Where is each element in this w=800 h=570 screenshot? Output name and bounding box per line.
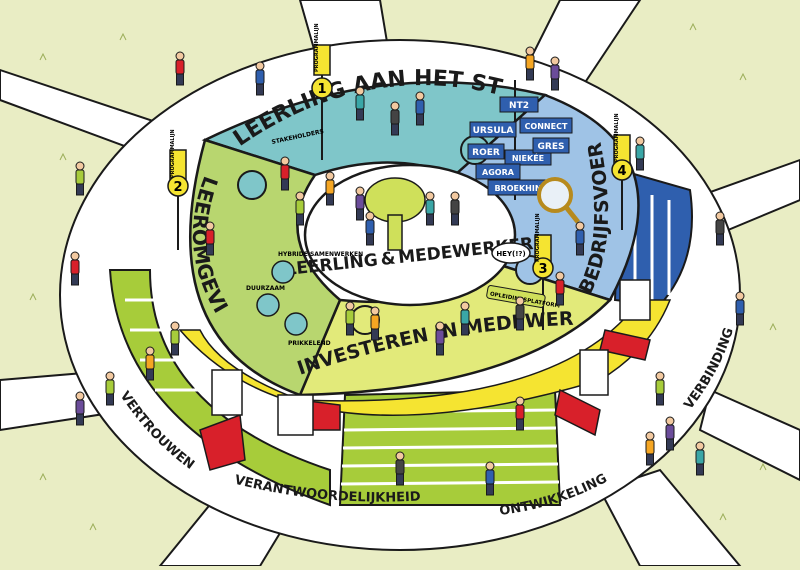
person-figure (665, 416, 675, 451)
icon-hybride: HYBRIDE SAMENWERKEN (271, 251, 363, 284)
person-figure (460, 301, 470, 336)
person-figure (735, 291, 745, 326)
person-figure (450, 191, 460, 226)
knob-1-2 (237, 170, 267, 200)
person-figure (425, 191, 435, 226)
person-figure (395, 451, 405, 486)
person-figure (205, 221, 215, 256)
person-figure (70, 251, 80, 286)
grass-tufts (29, 22, 777, 531)
post-3-number: 3 (538, 262, 547, 277)
post-3-caption: PROGRAMMALIJN (535, 213, 541, 262)
center-table-leg (387, 214, 403, 251)
prikkelend-label: PRIKKELEND (288, 340, 331, 347)
hybride-label: HYBRIDE SAMENWERKEN (278, 251, 363, 258)
door-panel-right (579, 349, 609, 396)
icon-prikkelend: PRIKKELEND (284, 312, 331, 347)
segment-leerling-aan-het-stuur (201, 80, 548, 177)
entrances (199, 279, 651, 471)
person-figure (695, 441, 705, 476)
post-2-number: 2 (173, 180, 182, 195)
person-figure (655, 371, 665, 406)
post-2: 2 PROGRAMMALIJN (167, 129, 189, 250)
stairs-left-steps (125, 298, 200, 392)
person-figure (75, 391, 85, 426)
sign-niekee: NIEKÉE (512, 152, 544, 163)
post-2-caption: PROGRAMMALIJN (170, 129, 176, 178)
sign-ursula: URSULA (473, 126, 514, 136)
person-figure (635, 136, 645, 171)
icon-duurzaam: DUURZAAM (246, 285, 285, 317)
person-figure (515, 296, 525, 331)
person-figure (415, 91, 425, 126)
person-figure (175, 51, 185, 86)
speech-bubble: HEY(!?) (491, 242, 531, 264)
person-figure (715, 211, 725, 246)
person-figure (345, 301, 355, 336)
person-figure (555, 271, 565, 306)
person-figure (390, 101, 400, 136)
person-figure (255, 61, 265, 96)
person-figure (525, 46, 535, 81)
post-4-caption: PROGRAMMALIJN (614, 113, 620, 162)
path-east-lower (698, 388, 800, 482)
person-figure (370, 306, 380, 341)
sign-roer: ROER (472, 148, 500, 158)
person-figure (575, 221, 585, 256)
person-figure (355, 86, 365, 121)
sign-broekhin: BROEKHIN (494, 184, 541, 193)
person-figure (355, 186, 365, 221)
sign-connect: CONNECT (525, 122, 568, 131)
person-figure (145, 346, 155, 381)
person-figure (280, 156, 290, 191)
stairs-left (108, 269, 331, 507)
person-figure (170, 321, 180, 356)
sign-gres: GRES (538, 142, 565, 152)
door-panel-left (211, 369, 243, 416)
post-1: 1 PROGRAMMALIJN (311, 23, 333, 160)
person-figure (550, 56, 560, 91)
school-signs: NT2 URSULA CONNECT ROER NIEKÉE GRES AGOR… (467, 80, 580, 224)
magnifier-handle (564, 205, 580, 224)
post-1-number: 1 (317, 82, 326, 97)
person-figure (325, 171, 335, 206)
person-figure (485, 461, 495, 496)
person-figure (515, 396, 525, 431)
post-1-caption: PROGRAMMALIJN (314, 23, 320, 72)
sign-agora: AGORA (482, 168, 515, 177)
person-figure (295, 191, 305, 226)
duurzaam-label: DUURZAAM (246, 285, 285, 292)
sign-nt2: NT2 (509, 101, 529, 111)
person-figure (105, 371, 115, 406)
yellow-band (178, 299, 672, 416)
door-panel-far-right (619, 279, 651, 321)
post-4: 4 PROGRAMMALIJN (611, 113, 633, 230)
people-figures (70, 46, 745, 496)
door-panel-center (277, 394, 314, 436)
person-figure (75, 161, 85, 196)
bubble-text: HEY(!?) (496, 250, 525, 258)
magnifier-icon (537, 177, 573, 213)
post-3: 3 PROGRAMMALIJN (532, 213, 554, 330)
person-figure (435, 321, 445, 356)
person-figure (365, 211, 375, 246)
post-4-number: 4 (617, 164, 626, 179)
person-figure (645, 431, 655, 466)
